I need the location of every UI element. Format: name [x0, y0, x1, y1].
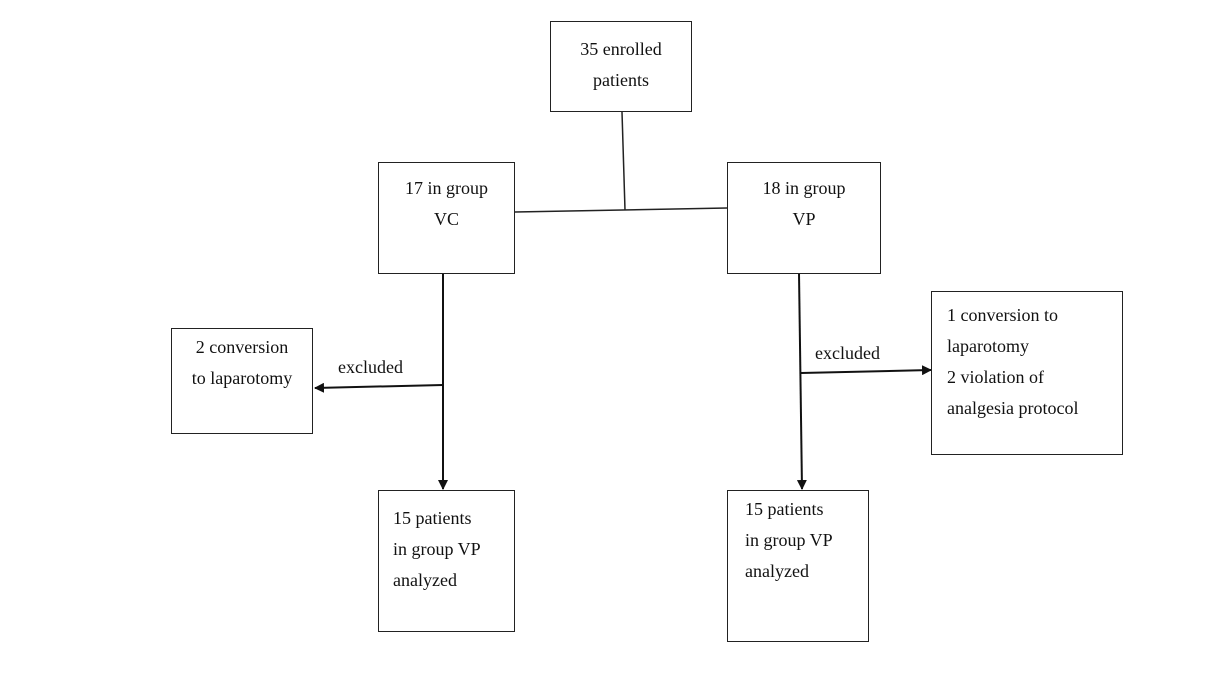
excluded-vp-line-2: laparotomy: [947, 336, 1029, 356]
group-vc-line-1: 17 in group: [405, 178, 488, 198]
arrow-vc-excluded: [314, 382, 444, 393]
enrolled-line-1: 35 enrolled: [580, 39, 662, 59]
excluded-vp-line-4: analgesia protocol: [947, 398, 1079, 418]
connector-group-split: [514, 207, 728, 213]
analyzed-right-line-2: in group VP: [745, 530, 833, 550]
connector-enrolled-split: [621, 111, 626, 211]
group-vc-box: 17 in group VC: [378, 162, 515, 274]
analyzed-left-line-3: analyzed: [393, 570, 457, 590]
analyzed-left-line-2: in group VP: [393, 539, 481, 559]
analyzed-right-box: 15 patients in group VP analyzed: [727, 490, 869, 642]
group-vp-line-2: VP: [792, 209, 816, 229]
enrolled-box: 35 enrolled patients: [550, 21, 692, 112]
analyzed-left-box: 15 patients in group VP analyzed: [378, 490, 515, 632]
group-vp-line-1: 18 in group: [762, 178, 846, 198]
excluded-vc-box: 2 conversion to laparotomy: [171, 328, 313, 434]
analyzed-left-line-1: 15 patients: [393, 508, 472, 528]
arrow-vp-excluded: [800, 365, 932, 376]
excluded-vp-line-1: 1 conversion to: [947, 305, 1058, 325]
group-vp-box: 18 in group VP: [727, 162, 881, 274]
excluded-vp-box: 1 conversion to laparotomy 2 violation o…: [931, 291, 1123, 455]
excluded-right-label: excluded: [815, 343, 880, 363]
group-vc-line-2: VC: [433, 209, 459, 229]
excluded-vc-line-1: 2 conversion: [195, 337, 289, 357]
arrow-vp-to-analyzed: [796, 272, 807, 490]
excluded-vc-line-2: to laparotomy: [191, 368, 293, 388]
enrolled-line-2: patients: [593, 70, 649, 90]
analyzed-right-line-1: 15 patients: [745, 499, 824, 519]
analyzed-right-line-3: analyzed: [745, 561, 809, 581]
excluded-left-label: excluded: [338, 357, 403, 377]
excluded-vp-line-3: 2 violation of: [947, 367, 1044, 387]
